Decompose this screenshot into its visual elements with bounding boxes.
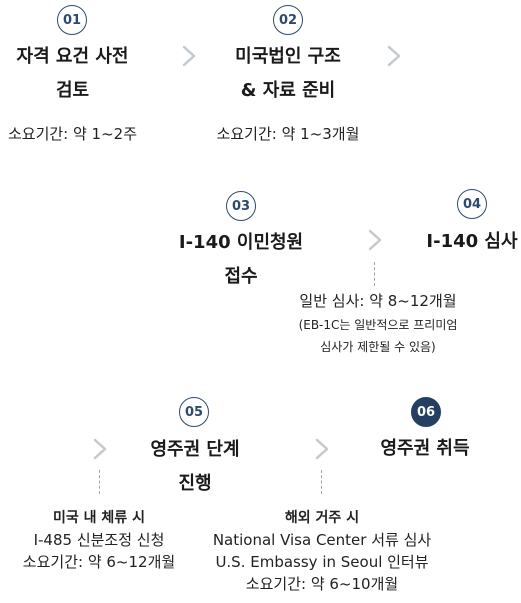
- step-title-line: 자격 요건 사전: [16, 46, 129, 67]
- step-title-line: 미국법인 구조: [235, 46, 341, 67]
- chevron-right-icon: [387, 45, 401, 67]
- branch-line: I-485 신분조정 신청: [33, 531, 165, 549]
- connector-line: [99, 470, 100, 494]
- review-note: (EB-1C는 일반적으로 프리미엄 심사가 제한될 수 있음): [280, 314, 476, 358]
- branch-heading: 해외 거주 시: [284, 510, 360, 526]
- step-title: 자격 요건 사전 검토: [0, 40, 145, 108]
- review-note-line: 심사가 제한될 수 있음): [320, 340, 436, 354]
- step-number-badge: 01: [57, 5, 87, 35]
- step-title-line: 영주권 취득: [380, 438, 470, 459]
- step-title: I-140 이민청원 접수: [160, 226, 322, 294]
- connector-line: [321, 470, 322, 494]
- step-title: 미국법인 구조 & 자료 준비: [208, 40, 368, 108]
- chevron-right-icon: [182, 45, 196, 67]
- step-title-line: 검토: [55, 80, 90, 101]
- step-title: 영주권 취득: [360, 432, 490, 466]
- branch-domestic: 미국 내 체류 시 I-485 신분조정 신청 소요기간: 약 6~12개월: [2, 507, 196, 573]
- step-number-badge: 06: [411, 397, 441, 427]
- step-title-line: 진행: [178, 473, 212, 494]
- step-title-line: 영주권 단계: [150, 439, 240, 460]
- step-number-badge: 04: [457, 189, 487, 219]
- step-title: I-140 심사: [400, 225, 521, 259]
- branch-abroad: 해외 거주 시 National Visa Center 서류 심사 U.S. …: [200, 507, 444, 595]
- review-note-line: (EB-1C는 일반적으로 프리미엄: [298, 318, 458, 332]
- step-duration: 소요기간: 약 1~2주: [7, 125, 138, 143]
- step-title-line: I-140 이민청원: [178, 232, 304, 253]
- connector-line: [374, 262, 375, 286]
- step-title-line: 접수: [224, 266, 258, 287]
- step-title-line: I-140 심사: [426, 231, 518, 252]
- branch-duration: 소요기간: 약 6~10개월: [245, 575, 399, 593]
- step-title-line: & 자료 준비: [240, 80, 336, 101]
- chevron-right-icon: [368, 229, 382, 251]
- branch-duration: 소요기간: 약 6~12개월: [22, 553, 176, 571]
- step-number-badge: 03: [226, 191, 256, 221]
- review-time: 일반 심사: 약 8~12개월: [299, 292, 457, 310]
- chevron-right-icon: [315, 438, 329, 460]
- step-number-badge: 02: [273, 5, 303, 35]
- step-duration: 소요기간: 약 1~3개월: [216, 125, 360, 143]
- step-number-badge: 05: [179, 397, 209, 427]
- chevron-right-icon: [93, 438, 107, 460]
- branch-heading: 미국 내 체류 시: [53, 510, 145, 526]
- branch-line: National Visa Center 서류 심사: [212, 531, 432, 549]
- branch-line: U.S. Embassy in Seoul 인터뷰: [215, 553, 429, 571]
- step-title: 영주권 단계 진행: [125, 433, 265, 501]
